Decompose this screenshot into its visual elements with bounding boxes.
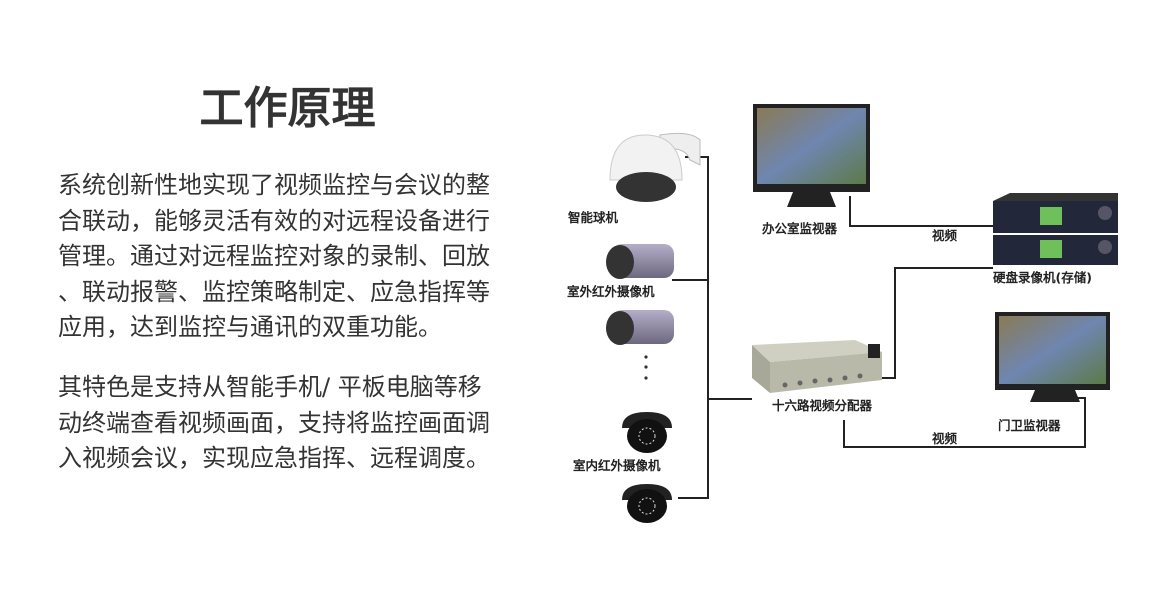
door-monitor-icon [995, 312, 1110, 402]
outdoor-camera-label: 室外红外摄像机 [567, 284, 655, 299]
dvr-icon [993, 193, 1118, 265]
outdoor-camera-icon [606, 244, 674, 279]
text-line: 管理。通过对远程监控对象的录制、回放 [58, 242, 490, 270]
description-paragraph-2: 其特色是支持从智能手机/ 平板电脑等移 动终端查看视频画面，支持将监控画面调 入… [58, 370, 538, 477]
video-splitter-icon [752, 340, 882, 393]
text-line: 入视频会议，实现应急指挥、远程调度。 [58, 444, 490, 472]
outdoor-camera-icon [606, 310, 674, 345]
indoor-camera-icon [622, 412, 672, 453]
dvr-label: 硬盘录像机(存储) [993, 270, 1092, 285]
dome-camera-label: 智能球机 [567, 210, 619, 225]
description-paragraph-1: 系统创新性地实现了视频监控与会议的整 合联动，能够灵活有效的对远程设备进行 管理… [58, 168, 538, 346]
door-monitor-label: 门卫监视器 [998, 418, 1061, 433]
text-line: 其特色是支持从智能手机/ 平板电脑等移 [58, 373, 482, 401]
text-line: 应用，达到监控与通讯的双重功能。 [58, 313, 442, 341]
more-dots-icon [644, 355, 648, 380]
indoor-camera-icon [622, 484, 672, 523]
video-label: 视频 [932, 228, 958, 243]
splitter-label: 十六路视频分配器 [772, 398, 873, 413]
indoor-camera-label: 室内红外摄像机 [573, 458, 661, 473]
text-line: 动终端查看视频画面，支持将监控画面调 [58, 408, 490, 437]
page-title: 工作原理 [199, 83, 376, 134]
text-line: 合联动，能够灵活有效的对远程设备进行 [58, 206, 490, 235]
text-line: 系统创新性地实现了视频监控与会议的整 [58, 171, 490, 199]
video-label: 视频 [932, 431, 958, 446]
office-monitor-icon [753, 104, 870, 207]
text-line: 、联动报警、监控策略制定、应急指挥等 [58, 277, 490, 306]
dome-camera-icon [609, 132, 701, 202]
office-monitor-label: 办公室监视器 [762, 221, 838, 236]
